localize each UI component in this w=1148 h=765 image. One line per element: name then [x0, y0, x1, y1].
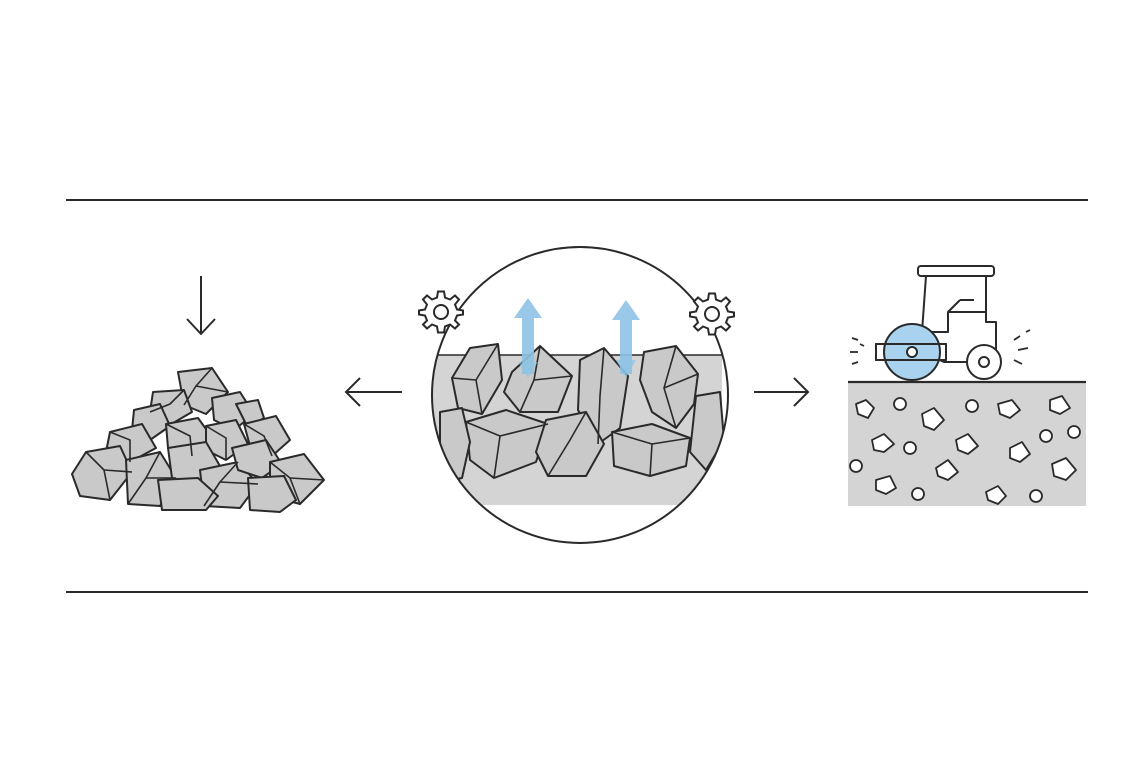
- down-arrow-icon: [186, 276, 216, 335]
- arrow-right-icon: [754, 377, 810, 407]
- gear-icon: [418, 290, 464, 334]
- upward-flow-arrows: [514, 298, 640, 378]
- road-roller-icon: [850, 265, 1031, 381]
- rock-pile-icon: [71, 276, 325, 513]
- compaction-circle-icon: [418, 246, 735, 544]
- arrow-left-icon: [344, 377, 402, 407]
- gear-icon: [689, 292, 735, 336]
- vibration-marks: [850, 329, 1031, 365]
- compacted-ground: [848, 380, 1086, 506]
